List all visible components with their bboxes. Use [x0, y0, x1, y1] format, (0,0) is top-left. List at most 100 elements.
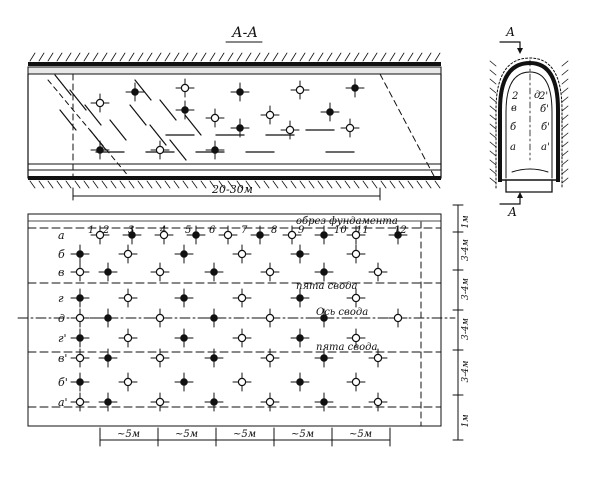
rock-hatch-mark — [561, 177, 569, 184]
right-dim-label: 3-4м — [461, 361, 471, 383]
row-label: б — [58, 248, 65, 261]
ground-hatch-mark — [371, 180, 378, 189]
rock-hatch-mark — [489, 132, 497, 139]
ground-hatch-mark — [272, 180, 279, 189]
plan-borehole — [296, 250, 304, 258]
plan-borehole — [76, 378, 84, 386]
rock-hatch-mark — [561, 150, 569, 157]
row-label: в — [58, 266, 64, 279]
ground-hatch-mark — [182, 180, 189, 189]
ground-hatch-mark — [38, 52, 45, 62]
plan-borehole — [180, 294, 188, 302]
rock-boundary — [495, 57, 563, 189]
ground-hatch-mark — [101, 52, 108, 62]
plan-borehole — [210, 354, 218, 362]
column-number: 11 — [356, 225, 369, 236]
plan-borehole — [210, 398, 218, 406]
plan-borehole — [237, 333, 247, 343]
ground-hatch-mark — [380, 180, 387, 189]
ground-hatch-mark — [128, 52, 135, 62]
ground-hatch-mark — [164, 180, 171, 189]
plan-borehole — [76, 294, 84, 302]
ground-hatch-mark — [29, 52, 36, 62]
bottom-dim-label: ~5м — [233, 429, 256, 440]
section-borehole — [236, 124, 244, 132]
plan-borehole — [351, 333, 361, 343]
rock-hatch-mark — [489, 96, 497, 103]
rock-hatch-mark — [561, 105, 569, 112]
ground-hatch-mark — [425, 180, 432, 189]
plan-borehole — [256, 231, 264, 239]
cs-label-left-4: а — [510, 142, 516, 153]
invert-box — [505, 179, 553, 193]
plan-borehole — [155, 313, 165, 323]
inclined-borehole — [89, 129, 107, 151]
cs-label-center: д — [534, 90, 540, 101]
plan-borehole — [159, 230, 169, 240]
ground-hatch-mark — [209, 52, 216, 62]
ground-hatch-mark — [29, 180, 36, 189]
ground-hatch-mark — [290, 52, 297, 62]
rock-hatch-mark — [489, 60, 497, 67]
rock-hatch-mark — [561, 159, 569, 166]
rock-hatch-mark — [561, 168, 569, 175]
plan-borehole — [155, 267, 165, 277]
ground-hatch-mark — [146, 52, 153, 62]
ground-hatch-mark — [200, 52, 207, 62]
bottom-dimensions: ~5м~5м~5м~5м~5м — [99, 427, 391, 447]
ground-hatch-mark — [371, 52, 378, 62]
ground-hatch-mark — [317, 52, 324, 62]
plan-borehole — [320, 314, 328, 322]
plan-borehole — [75, 267, 85, 277]
ground-hatch-mark — [362, 180, 369, 189]
ground-hatch-mark — [299, 180, 306, 189]
section-borehole — [95, 98, 105, 108]
ground-hatch-mark — [263, 180, 270, 189]
section-borehole — [210, 113, 220, 123]
ground-hatch-mark — [137, 52, 144, 62]
plan-borehole — [296, 294, 304, 302]
heel-label-top: пята свода — [296, 281, 357, 292]
plan-borehole — [237, 249, 247, 259]
ground-hatch-mark — [56, 52, 63, 62]
section-borehole — [96, 146, 104, 154]
section-boreholes — [54, 74, 365, 161]
ground-hatch-mark — [344, 180, 351, 189]
column-number: 8 — [271, 225, 277, 236]
column-number: 5 — [185, 225, 191, 236]
invert-curve — [511, 168, 549, 173]
rock-hatch-mark — [489, 87, 497, 94]
ground-hatch-mark — [416, 52, 423, 62]
plan-borehole — [265, 267, 275, 277]
rock-hatch-mark — [561, 78, 569, 85]
plan-borehole — [128, 231, 136, 239]
column-number: 4 — [159, 225, 166, 236]
inclined-borehole — [169, 139, 187, 161]
section-arrow-bottom — [499, 193, 521, 205]
plan-borehole — [223, 230, 233, 240]
cs-label-left-1: 2 — [511, 91, 518, 102]
rock-hatch-mark — [489, 69, 497, 76]
ground-hatch-mark — [290, 180, 297, 189]
section-borehole — [295, 85, 305, 95]
ground-hatch-mark — [326, 52, 333, 62]
row-label: д — [58, 312, 65, 325]
plan-borehole — [320, 398, 328, 406]
rock-hatch-mark — [561, 114, 569, 121]
plan-borehole — [180, 378, 188, 386]
ground-hatch-mark — [398, 180, 405, 189]
column-number: 2 — [102, 225, 109, 236]
rock-hatch-mark — [489, 114, 497, 121]
ground-hatch-mark — [218, 180, 225, 189]
row-label: а' — [58, 396, 68, 409]
section-marker-bottom: А — [507, 205, 517, 219]
inclined-borehole — [54, 74, 72, 96]
rock-hatch-mark — [489, 141, 497, 148]
cs-label-left-2: в — [511, 103, 517, 114]
section-borehole — [351, 84, 359, 92]
ground-hatch-mark — [227, 52, 234, 62]
plan-borehole — [265, 353, 275, 363]
ground-hatch-mark — [326, 180, 333, 189]
rock-hatch-mark — [489, 177, 497, 184]
